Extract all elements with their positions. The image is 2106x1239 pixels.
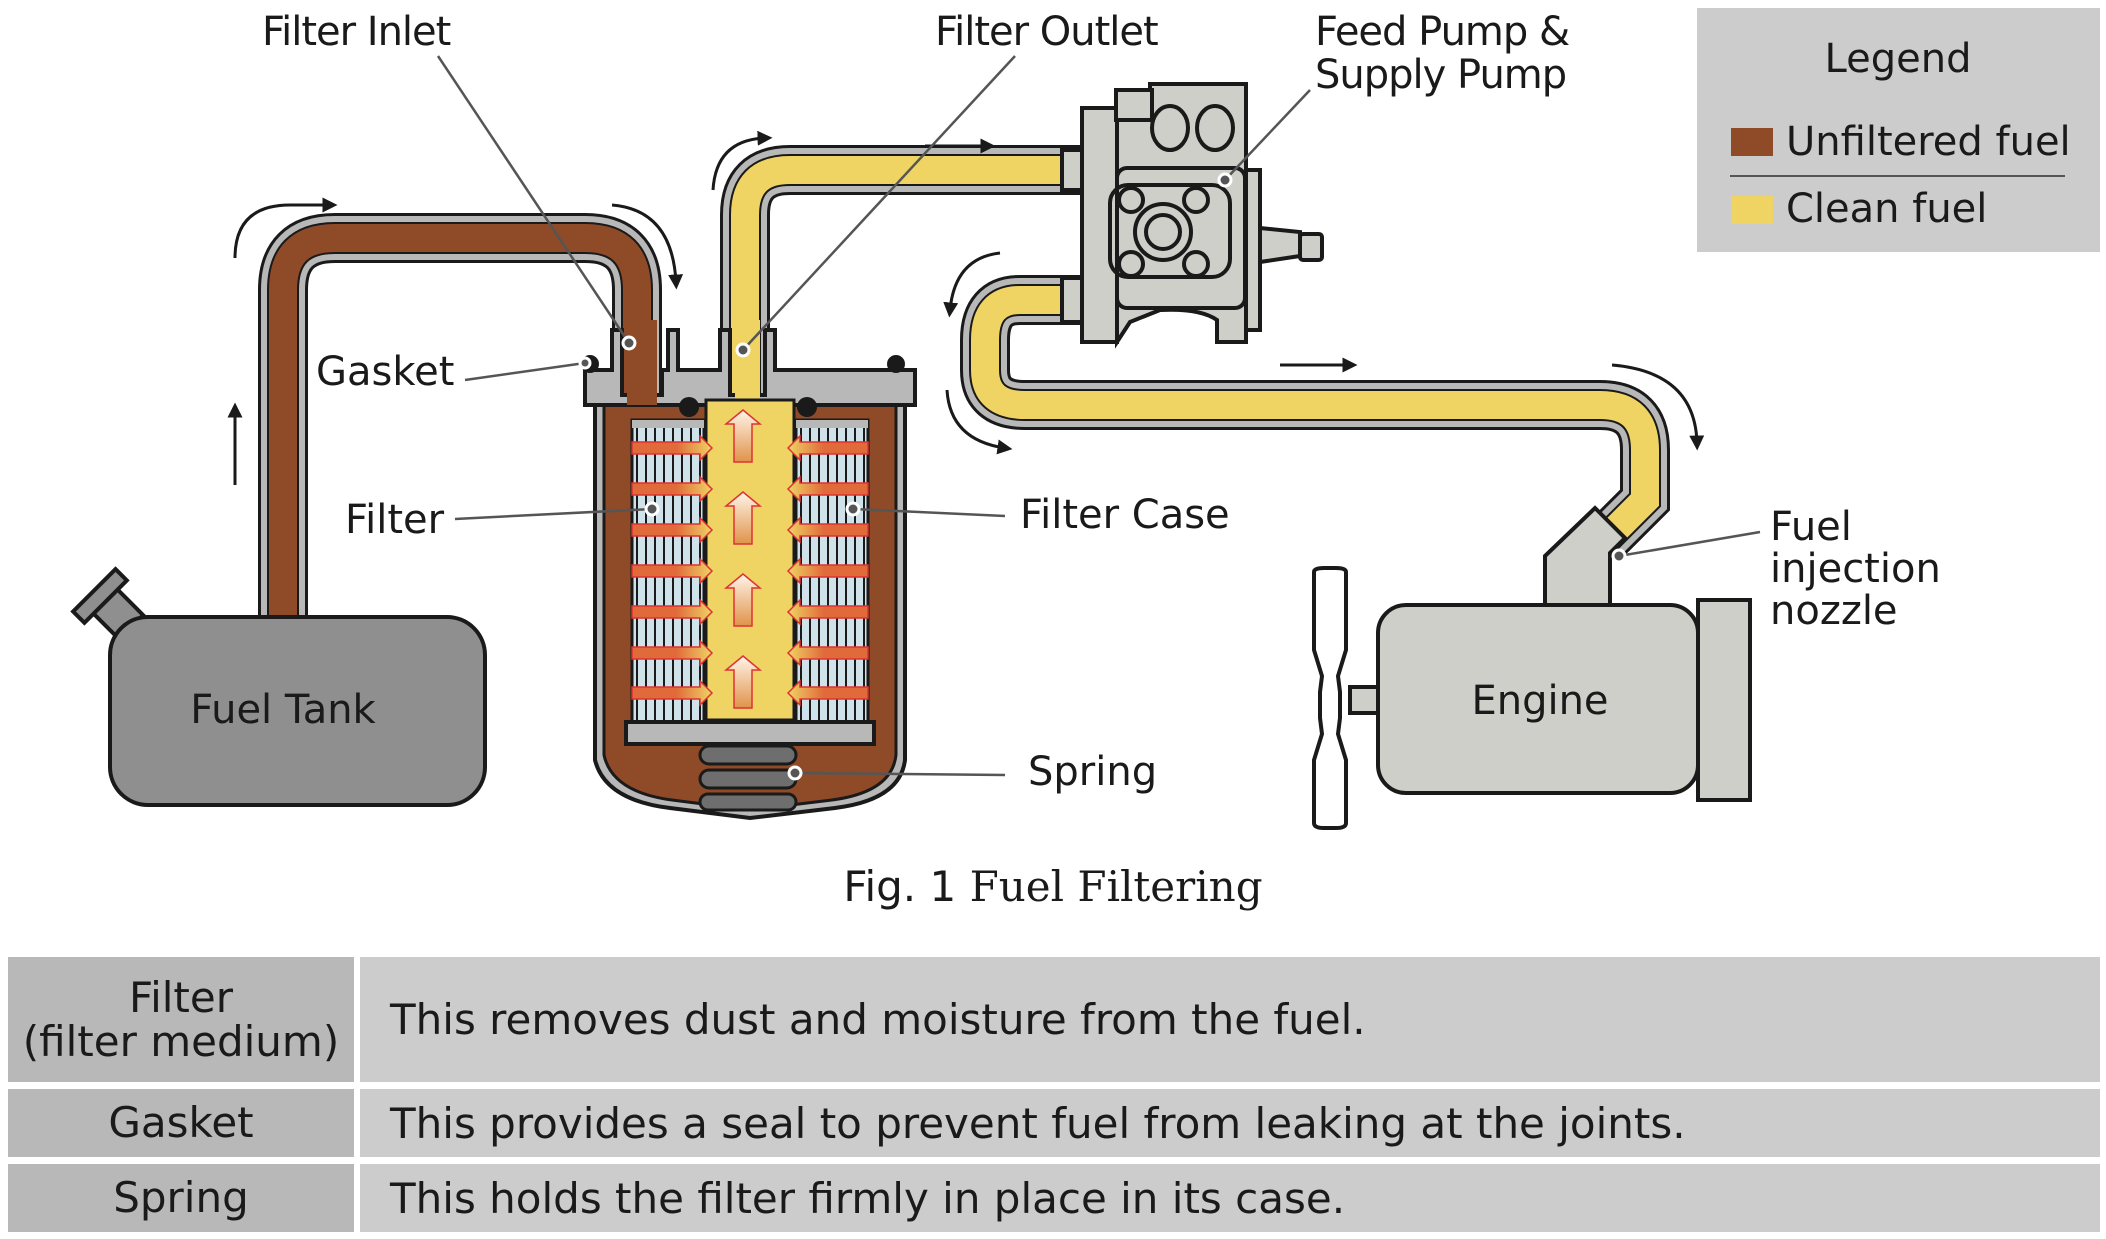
flow-arrow-inward-icon [786, 639, 869, 667]
flow-arrow-inward-icon [631, 679, 714, 707]
label-nozzle-line1: Fuel [1770, 504, 1852, 550]
flow-direction-arrows [227, 130, 1705, 485]
legend-item-clean: Clean fuel [1786, 186, 1987, 232]
flow-arrow-curve-icon [233, 197, 338, 259]
flow-arrow-inward-icon [786, 434, 869, 462]
legend-item-unfiltered: Unfiltered fuel [1786, 119, 2071, 165]
flow-arrow-curve-icon [943, 251, 1001, 318]
callout-lines [436, 55, 1761, 777]
flow-arrow-inward-icon [786, 557, 869, 585]
legend-title: Legend [1825, 36, 1972, 82]
flow-arrow-inward-icon [786, 598, 869, 626]
label-filter-case: Filter Case [1020, 492, 1230, 538]
label-filter-outlet: Filter Outlet [935, 9, 1158, 55]
spring [698, 744, 798, 812]
part-name: Gasket [8, 1089, 360, 1157]
parts-description-table: Filter (filter medium) This removes dust… [8, 950, 2100, 1239]
engine-fan [1312, 566, 1348, 830]
fuel-tank-label: Fuel Tank [190, 687, 376, 733]
flow-arrow-inward-icon [631, 516, 714, 544]
flow-arrow-curve-icon [1611, 363, 1705, 451]
flow-arrow-up-icon [723, 409, 763, 463]
supply-pipe-unfiltered [258, 213, 662, 620]
outlet-pipe-clean [720, 145, 1080, 400]
filter-media [630, 409, 870, 724]
caption-title: Fuel Filtering [969, 862, 1263, 911]
table-row: Gasket This provides a seal to prevent f… [8, 1089, 2100, 1157]
flow-arrow-curve-icon [711, 130, 773, 191]
part-name: Spring [8, 1164, 360, 1232]
engine-label: Engine [1471, 678, 1608, 724]
delivery-pipe-clean [960, 275, 1670, 558]
table-row: Spring This holds the filter firmly in p… [8, 1164, 2100, 1232]
label-pump-line1: Feed Pump & [1315, 9, 1569, 55]
table-row: Filter (filter medium) This removes dust… [8, 957, 2100, 1082]
flow-arrow-curve-icon [611, 203, 684, 290]
label-nozzle-line2: injection [1770, 546, 1941, 592]
part-description: This removes dust and moisture from the … [360, 957, 2100, 1082]
legend-swatch-unfiltered [1731, 128, 1773, 156]
label-gasket: Gasket [316, 349, 454, 395]
flow-arrow-up-icon [723, 655, 763, 709]
part-name: Filter [128, 972, 233, 1022]
flow-arrow-inward-icon [786, 679, 869, 707]
flow-arrow-inward-icon [631, 557, 714, 585]
flow-arrow-up-icon [723, 491, 763, 545]
part-description: This holds the filter firmly in place in… [360, 1164, 2100, 1232]
flow-arrow-inward-icon [631, 475, 714, 503]
flow-arrow-inward-icon [786, 516, 869, 544]
filter-assembly [581, 320, 917, 821]
legend-swatch-clean [1731, 196, 1773, 224]
label-spring: Spring [1028, 749, 1157, 795]
flow-arrow-inward-icon [631, 598, 714, 626]
label-filter-inlet: Filter Inlet [262, 9, 451, 55]
fuel-filtering-diagram: Fuel Tank [70, 8, 2100, 830]
flow-arrow-curve-icon [945, 389, 1013, 455]
fuel-tank: Fuel Tank [70, 566, 487, 807]
gasket-right [887, 355, 905, 373]
part-name-cell: Filter (filter medium) [8, 957, 360, 1082]
legend: Legend Unfiltered fuel Clean fuel [1697, 8, 2100, 252]
part-name-sub: (filter medium) [22, 1016, 340, 1066]
caption-prefix: Fig. 1 [843, 862, 957, 911]
flow-arrow-inward-icon [786, 475, 869, 503]
label-pump-line2: Supply Pump [1315, 52, 1566, 98]
label-filter: Filter [345, 497, 445, 543]
feed-supply-pump [1060, 82, 1324, 349]
engine: Engine [1312, 505, 1752, 830]
label-nozzle-line3: nozzle [1770, 588, 1898, 634]
part-description: This provides a seal to prevent fuel fro… [360, 1089, 2100, 1157]
flow-arrow-inward-icon [631, 434, 714, 462]
flow-arrow-up-icon [723, 573, 763, 627]
flow-arrow-inward-icon [631, 639, 714, 667]
figure-caption: Fig. 1 Fuel Filtering [0, 862, 2106, 911]
callout-dots [578, 172, 1627, 781]
